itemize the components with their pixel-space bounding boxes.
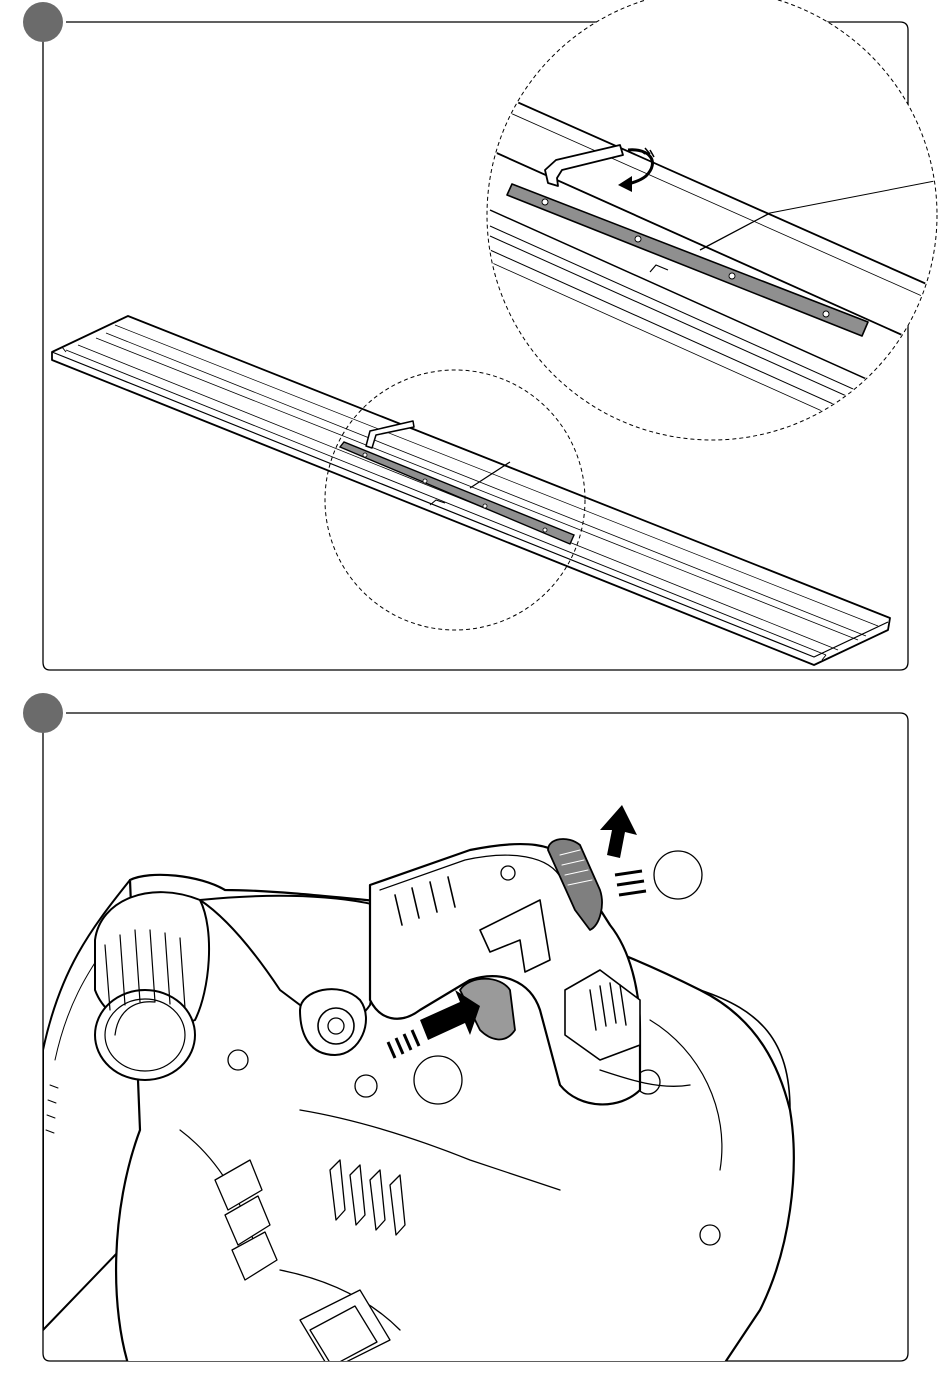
callout-up-arrow <box>654 851 702 899</box>
step-panel-2 <box>0 690 950 1383</box>
callout-push-arrow <box>414 1056 462 1104</box>
panel-2-illustration <box>0 690 950 1383</box>
step-badge-1 <box>23 2 63 42</box>
panel-1-illustration <box>0 0 950 680</box>
up-arrow-icon <box>600 805 646 895</box>
front-knob <box>95 892 209 1080</box>
zoom-detail-circle <box>487 0 937 440</box>
step-badge-2 <box>23 693 63 733</box>
step-panel-1 <box>0 0 950 680</box>
